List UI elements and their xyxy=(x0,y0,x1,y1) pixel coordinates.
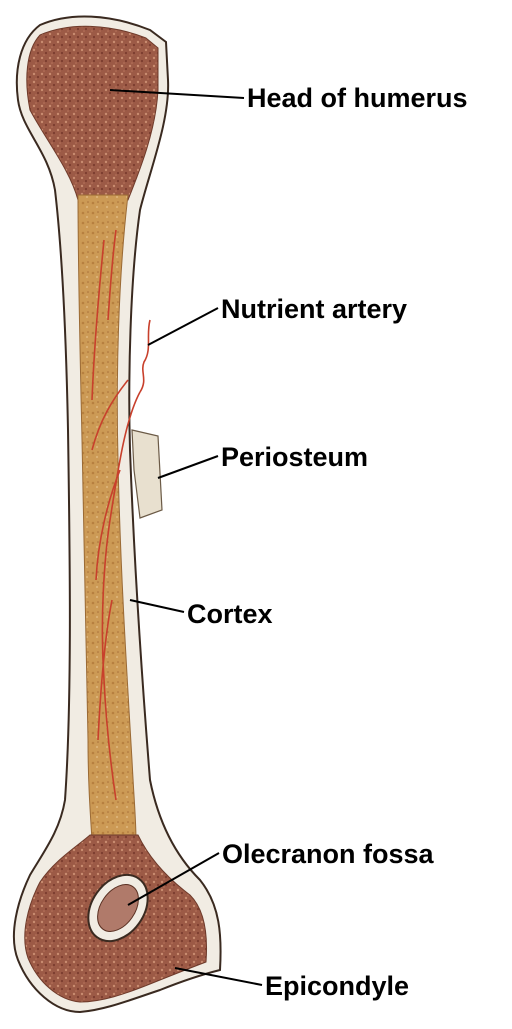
periosteum-flap xyxy=(132,430,162,518)
label-head-of-humerus: Head of humerus xyxy=(247,85,468,112)
label-periosteum: Periosteum xyxy=(221,444,368,471)
label-cortex: Cortex xyxy=(187,601,273,628)
label-nutrient-artery: Nutrient artery xyxy=(221,296,407,323)
label-olecranon-fossa: Olecranon fossa xyxy=(222,841,434,868)
head-spongy-bone xyxy=(27,26,158,200)
leader-line-periosteum xyxy=(158,456,218,478)
leader-line-nutrient-artery xyxy=(148,308,218,345)
label-epicondyle: Epicondyle xyxy=(265,973,409,1000)
